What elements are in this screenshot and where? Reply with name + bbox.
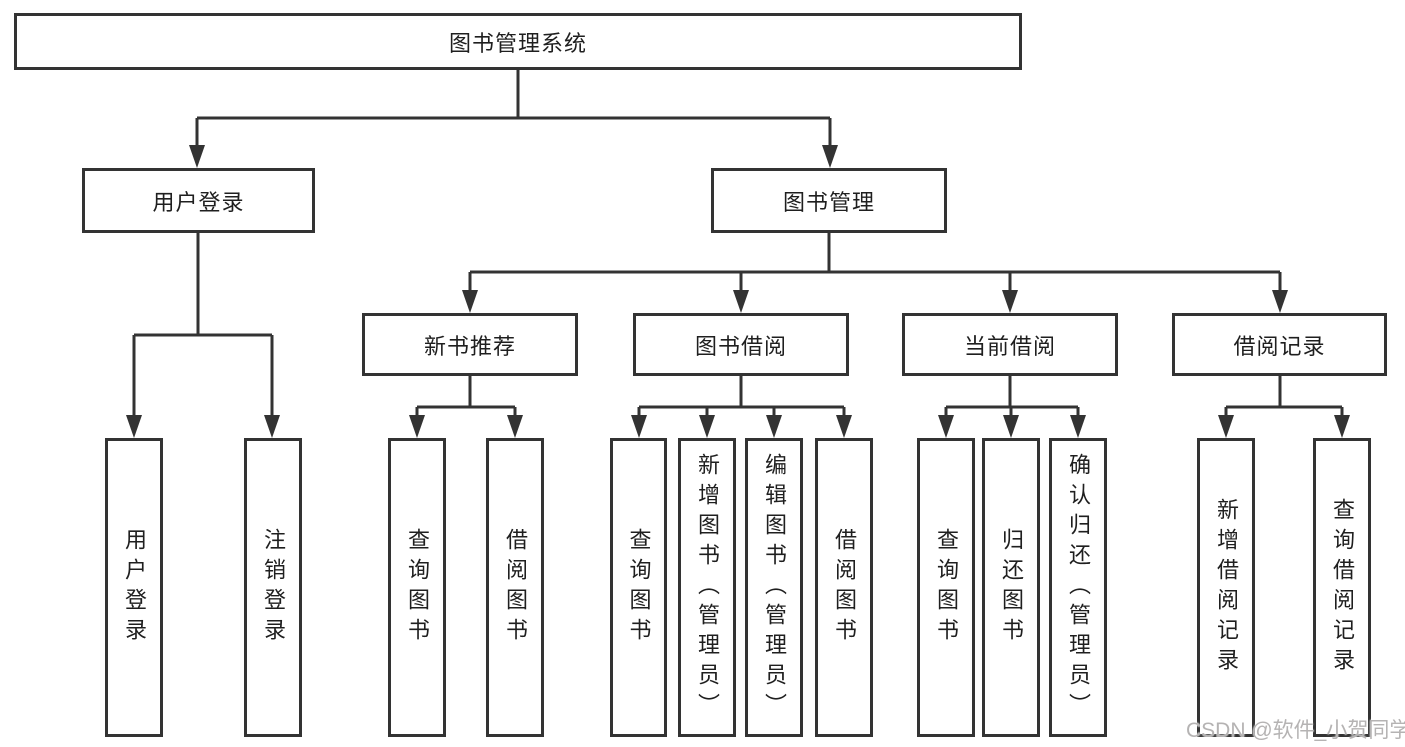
leaf-label: 借阅图书 <box>503 527 528 648</box>
connector-borrow-records-children <box>1224 376 1344 420</box>
connector-root-to-level2 <box>195 70 832 150</box>
node-current-borrow: 当前借阅 <box>902 313 1118 376</box>
node-label: 用户登录 <box>152 189 245 215</box>
node-label: 新书推荐 <box>423 333 516 359</box>
leaf-edit-books-admin: 编辑图书（管理员） <box>745 438 803 737</box>
node-book-borrow: 图书借阅 <box>633 313 849 376</box>
connector-user-login-children <box>132 233 274 420</box>
leaf-query-borrow-record: 查询借阅记录 <box>1313 438 1371 737</box>
connector-current-borrow-children <box>944 376 1080 420</box>
node-label: 图书管理系统 <box>448 30 587 56</box>
leaf-query-books-borrow: 查询图书 <box>610 438 667 737</box>
leaf-label: 用户登录 <box>122 527 147 648</box>
node-user-login: 用户登录 <box>82 168 315 233</box>
leaf-query-books-current: 查询图书 <box>917 438 975 737</box>
node-label: 图书管理 <box>782 189 875 215</box>
connector-book-management-children <box>468 233 1282 295</box>
node-book-management: 图书管理 <box>711 168 947 233</box>
leaf-borrow-books-recommend: 借阅图书 <box>486 438 544 737</box>
leaf-label: 查询图书 <box>405 527 430 648</box>
node-borrow-records: 借阅记录 <box>1172 313 1387 376</box>
leaf-label: 确认归还（管理员） <box>1066 452 1091 723</box>
node-library-system: 图书管理系统 <box>14 13 1022 70</box>
leaf-label: 查询借阅记录 <box>1330 497 1355 678</box>
leaf-borrow-books: 借阅图书 <box>815 438 873 737</box>
leaf-label: 新增借阅记录 <box>1214 497 1239 678</box>
leaf-label: 新增图书（管理员） <box>695 452 720 723</box>
arrowheads <box>126 145 1350 438</box>
node-label: 当前借阅 <box>963 333 1056 359</box>
leaf-label: 编辑图书（管理员） <box>762 452 787 723</box>
leaf-label: 注销登录 <box>261 527 286 648</box>
leaf-user-login: 用户登录 <box>105 438 163 737</box>
leaf-query-books-recommend: 查询图书 <box>388 438 446 737</box>
leaf-add-books-admin: 新增图书（管理员） <box>678 438 736 737</box>
node-label: 借阅记录 <box>1233 333 1326 359</box>
leaf-confirm-return-admin: 确认归还（管理员） <box>1049 438 1107 737</box>
connector-book-borrow-children <box>637 376 846 420</box>
leaf-label: 归还图书 <box>999 527 1024 648</box>
node-new-book-recommend: 新书推荐 <box>362 313 578 376</box>
csdn-watermark: CSDN @软件_小贺同学 <box>1186 719 1405 742</box>
leaf-label: 查询图书 <box>626 527 652 648</box>
leaf-return-books: 归还图书 <box>982 438 1040 737</box>
node-label: 图书借阅 <box>694 333 787 359</box>
connector-new-book-recommend-children <box>415 376 517 420</box>
leaf-label: 借阅图书 <box>832 527 857 648</box>
leaf-logout: 注销登录 <box>244 438 302 737</box>
leaf-label: 查询图书 <box>934 527 959 648</box>
leaf-add-borrow-record: 新增借阅记录 <box>1197 438 1255 737</box>
